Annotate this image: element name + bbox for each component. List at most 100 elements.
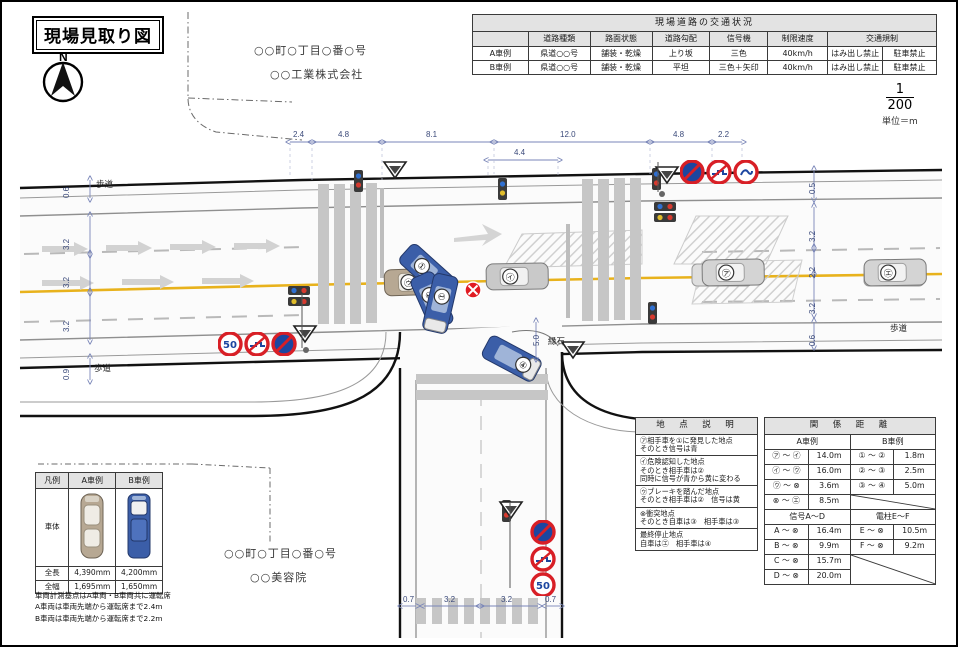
sign-cluster-left: 50 bbox=[217, 331, 300, 361]
traffic-signal-e bbox=[288, 286, 310, 306]
table-row: B ～ ⊗ 9.9m F ～ ⊗ 9.2m bbox=[764, 538, 936, 555]
svg-text:④: ④ bbox=[517, 360, 529, 373]
point-entry-1-line1: そのとき相手車は② bbox=[635, 466, 758, 475]
no-parking-sign-icon bbox=[679, 159, 705, 185]
col-road-type: 道路種類 bbox=[527, 31, 591, 47]
dim-bottom-2: 3.2 bbox=[501, 595, 513, 604]
crosswalk-west bbox=[318, 183, 377, 324]
dim-left-0: 0.6 bbox=[62, 186, 71, 198]
table-row: ㋐ ～ ㋑ 14.0m ① ～ ② 1.8m bbox=[764, 448, 936, 465]
dist-signal-pair-2: C ～ ⊗ bbox=[764, 553, 809, 570]
scale-numerator: 1 bbox=[895, 82, 905, 97]
dist-a-value-1: 16.0m bbox=[807, 463, 851, 480]
distance-table-title: 関 係 距 離 bbox=[764, 417, 936, 435]
point-entry-0-line0: ㋐相手車を①に発見した地点 bbox=[635, 433, 758, 446]
dist-a-pair-1: ㋑ ～ ㋒ bbox=[764, 463, 809, 480]
table-row: ⊗衝突地点 bbox=[635, 506, 758, 519]
speed-limit-sign-icon: 50 bbox=[217, 331, 243, 357]
row-b-reg2: 駐車禁止 bbox=[882, 59, 937, 75]
traffic-signal-a bbox=[354, 170, 363, 192]
label-sidewalk-left-upper: 歩道 bbox=[96, 180, 114, 190]
label-sidewalk-right: 歩道 bbox=[890, 324, 908, 334]
table-row: ㋒ ～ ⊗ 3.6m ③ ～ ④ 5.0m bbox=[764, 478, 936, 495]
road-direction-arrows-left bbox=[42, 239, 280, 290]
svg-text:㋒: ㋒ bbox=[404, 278, 413, 289]
row-b-gradient: 平坦 bbox=[651, 59, 711, 75]
legend-dash-join bbox=[191, 463, 271, 469]
distance-pole-header: 電柱E～F bbox=[849, 508, 936, 525]
table-row-header: 地 点 説 明 bbox=[635, 417, 758, 435]
dim-top-4: 4.8 bbox=[673, 130, 685, 139]
page-title: 現場見取り図 bbox=[32, 16, 164, 54]
col-gradient: 道路勾配 bbox=[651, 31, 711, 47]
table-row: ㋒ブレーキを踏んだ地点 bbox=[635, 485, 758, 497]
crosswalk-east bbox=[582, 178, 641, 321]
utility-pole-e bbox=[303, 347, 309, 353]
no-entry-bicycle-sign-icon bbox=[733, 159, 759, 185]
label-sidewalk-left-lower: 歩道 bbox=[94, 364, 112, 374]
property-boundary-top bbox=[187, 12, 303, 141]
corner-curve-left bbox=[20, 331, 402, 418]
dim-right-3: 3.2 bbox=[808, 302, 817, 314]
dim-top-5: 2.2 bbox=[718, 130, 730, 139]
traffic-signal-b bbox=[498, 178, 507, 200]
point-entry-0-line1: そのとき信号は青 bbox=[635, 444, 758, 457]
legend-row-length-label: 全長 bbox=[34, 566, 70, 581]
vehicle-a-position-beta: ㋑ bbox=[485, 262, 549, 291]
traffic-signal-d bbox=[654, 202, 676, 222]
legend-a-length: 4,390mm bbox=[68, 566, 117, 581]
dist-a-value-0: 14.0m bbox=[807, 448, 851, 465]
scale-bar bbox=[885, 97, 914, 98]
scale-indicator: 1 200 単位＝m bbox=[882, 82, 918, 127]
dist-a-value-2: 3.6m bbox=[807, 478, 851, 495]
dist-b-pair-1: ② ～ ③ bbox=[849, 463, 895, 480]
svg-text:㋑: ㋑ bbox=[506, 273, 515, 284]
table-row: C ～ ⊗ 15.7m bbox=[764, 553, 936, 585]
legend-car-b-icon bbox=[115, 488, 163, 568]
vehicle-legend-table: 凡例 A車例 B車例 車体 bbox=[34, 471, 163, 595]
dim-vertical-center: 5.0 bbox=[532, 334, 541, 346]
point-entry-1-line0: ㋑危険認知した地点 bbox=[635, 455, 758, 467]
table-row-header: 道路種類 路面状態 道路勾配 信号機 制限速度 交通規制 bbox=[472, 31, 937, 47]
table-row-title: 現場道路の交通状況 bbox=[472, 13, 937, 33]
dist-a-pair-2: ㋒ ～ ⊗ bbox=[764, 478, 809, 495]
dim-right-4: 0.6 bbox=[808, 334, 817, 346]
relation-distance-table: 関 係 距 離 A車例 B車例 ㋐ ～ ㋑ 14.0m ① ～ ② 1.8m ㋑… bbox=[764, 417, 936, 585]
row-b-reg1: はみ出し禁止 bbox=[827, 59, 884, 75]
row-b-road-type: 県道○○号 bbox=[527, 59, 591, 75]
point-entry-4-line0: 最終停止地点 bbox=[635, 528, 758, 540]
svg-text:①: ① bbox=[435, 291, 447, 301]
corner-curve-right bbox=[560, 351, 663, 422]
dim-top-2: 8.1 bbox=[426, 130, 438, 139]
table-row: そのとき相手車は② bbox=[635, 466, 758, 475]
no-overtaking-sign-icon bbox=[530, 546, 556, 572]
table-row: B車例 県道○○号 舗装・乾燥 平坦 三色＋矢印 40km/h はみ出し禁止 駐… bbox=[472, 59, 937, 75]
sign-cluster-bottom: 50 bbox=[530, 519, 556, 601]
scale-unit: 単位＝m bbox=[882, 117, 918, 127]
crosswalk-south-lower bbox=[416, 598, 538, 624]
scale-denominator: 200 bbox=[887, 98, 913, 113]
dist-pole-value-0: 10.5m bbox=[893, 523, 936, 540]
dim-left-1: 3.2 bbox=[62, 238, 71, 250]
table-row: 自車は㋓ 相手車は④ bbox=[635, 539, 758, 551]
dim-left-4: 0.9 bbox=[62, 368, 71, 380]
dist-pole-value-1: 9.2m bbox=[893, 538, 936, 555]
dim-top-0: 2.4 bbox=[293, 130, 305, 139]
table-row-subheader: 信号A～D 電柱E～F bbox=[764, 508, 936, 525]
distance-group-a: A車例 bbox=[764, 433, 851, 450]
vehicle-a-position-delta: ㋓ bbox=[863, 258, 927, 287]
distance-group-b: B車例 bbox=[849, 433, 936, 450]
road-condition-table: 現場道路の交通状況 道路種類 路面状態 道路勾配 信号機 制限速度 交通規制 A… bbox=[472, 13, 937, 75]
point-entry-1-line2: 同時に信号が青から黄に変わる bbox=[635, 474, 758, 487]
sidewalk-edge-top bbox=[19, 197, 943, 217]
dim-left-3: 3.2 bbox=[62, 320, 71, 332]
col-blank bbox=[472, 31, 529, 47]
north-compass-icon: N bbox=[35, 50, 91, 104]
yield-triangle-2 bbox=[654, 166, 680, 185]
legend-note-2: B車両は車両先端から運転席まで2.2m bbox=[35, 613, 163, 623]
utility-pole-f bbox=[659, 191, 665, 197]
svg-text:50: 50 bbox=[223, 340, 237, 351]
table-row: ⊗ ～ ㋓ 8.5m bbox=[764, 493, 936, 510]
